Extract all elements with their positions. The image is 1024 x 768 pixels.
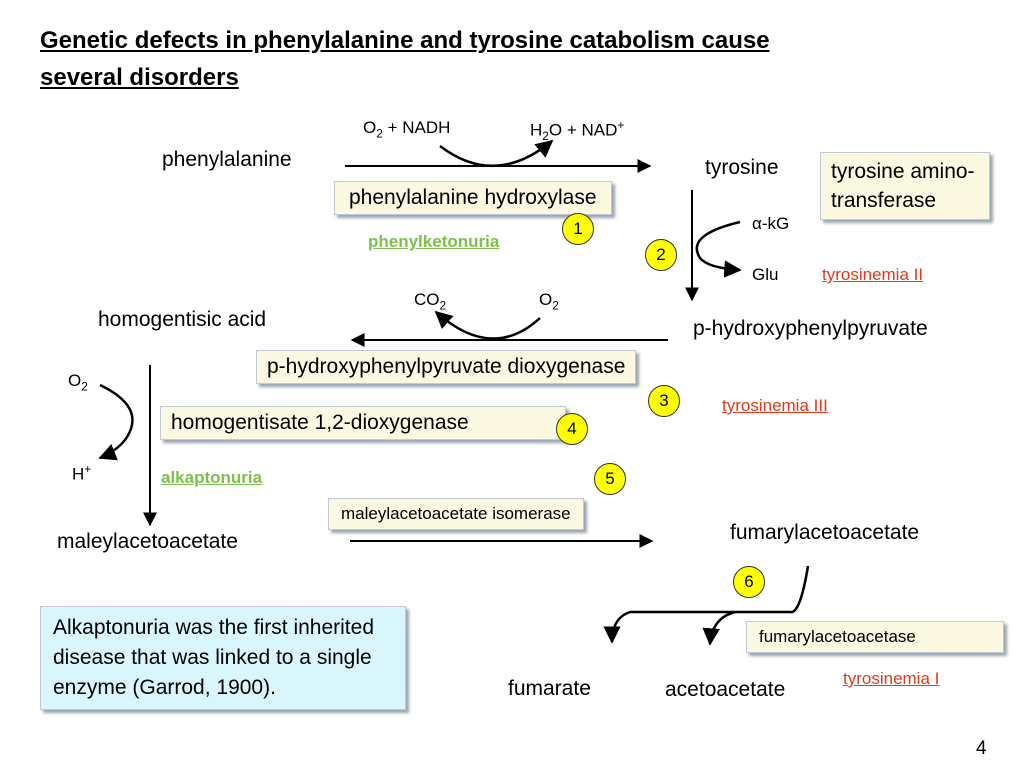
arrow-step1-cofactor	[439, 139, 554, 167]
compound-fumarate: fumarate	[508, 677, 591, 700]
cofactor-o2-nadh: O2 + NADH	[363, 118, 451, 141]
disorder-phenylketonuria: phenylketonuria	[368, 232, 500, 251]
slide-title: Genetic defects in phenylalanine and tyr…	[40, 22, 770, 96]
disorder-alkaptonuria: alkaptonuria	[161, 468, 263, 487]
enzyme-homogentisate-dioxygenase: homogentisate 1,2-dioxygenase	[160, 406, 566, 440]
enzyme-p-hydroxyphenylpyruvate-dioxygenase: p-hydroxyphenylpyruvate dioxygenase	[256, 350, 637, 384]
step-number-2: 2	[645, 239, 677, 271]
compound-p-hydroxyphenylpyruvate: p-hydroxyphenylpyruvate	[693, 317, 928, 340]
cofactor-h-plus: H+	[72, 462, 92, 484]
compound-homogentisic-acid: homogentisic acid	[98, 308, 267, 331]
disorder-tyrosinemia-iii: tyrosinemia III	[722, 396, 828, 415]
cofactor-h2o-nad: H2O + NAD+	[530, 118, 625, 144]
step-number-3: 3	[648, 385, 680, 417]
arrow-step6	[603, 565, 810, 644]
compound-tyrosine: tyrosine	[705, 156, 779, 179]
arrow-step2-cofactor	[695, 220, 742, 278]
arrow-step6-branch	[702, 610, 736, 646]
compound-fumarylacetoacetate: fumarylacetoacetate	[730, 521, 920, 544]
step-number-5: 5	[594, 463, 626, 495]
cofactor-co2: CO2	[414, 290, 447, 313]
compound-acetoacetate: acetoacetate	[665, 678, 786, 701]
disorder-tyrosinemia-ii: tyrosinemia II	[822, 265, 924, 284]
cofactor-akg: α-kG	[752, 214, 790, 233]
page-number: 4	[976, 738, 987, 759]
slide-title-line1: Genetic defects in phenylalanine and tyr…	[40, 27, 770, 54]
arrow-step4-cofactor	[98, 383, 134, 461]
disorder-tyrosinemia-i: tyrosinemia I	[843, 669, 940, 688]
step-number-1: 1	[562, 213, 594, 245]
slide-title-line2: several disorders	[40, 64, 239, 91]
arrow-step3-cofactor	[434, 310, 541, 340]
enzyme-phenylalanine-hydroxylase: phenylalanine hydroxylase	[334, 181, 612, 215]
step-number-4: 4	[556, 413, 588, 445]
cofactor-o2-top: O2	[539, 290, 559, 313]
enzyme-maleylacetoacetate-isomerase: maleylacetoacetate isomerase	[328, 498, 584, 530]
enzyme-fumarylacetoacetase: fumarylacetoacetase	[746, 621, 1004, 653]
note-box: Alkaptonuria was the first inherited dis…	[40, 606, 406, 710]
cofactor-o2-left: O2	[68, 371, 88, 394]
step-number-6: 6	[733, 566, 765, 598]
enzyme-tyrosine-aminotransferase: tyrosine amino-transferase	[820, 152, 990, 220]
compound-phenylalanine: phenylalanine	[162, 148, 292, 171]
cofactor-glu: Glu	[752, 265, 779, 284]
compound-maleylacetoacetate: maleylacetoacetate	[57, 530, 238, 553]
